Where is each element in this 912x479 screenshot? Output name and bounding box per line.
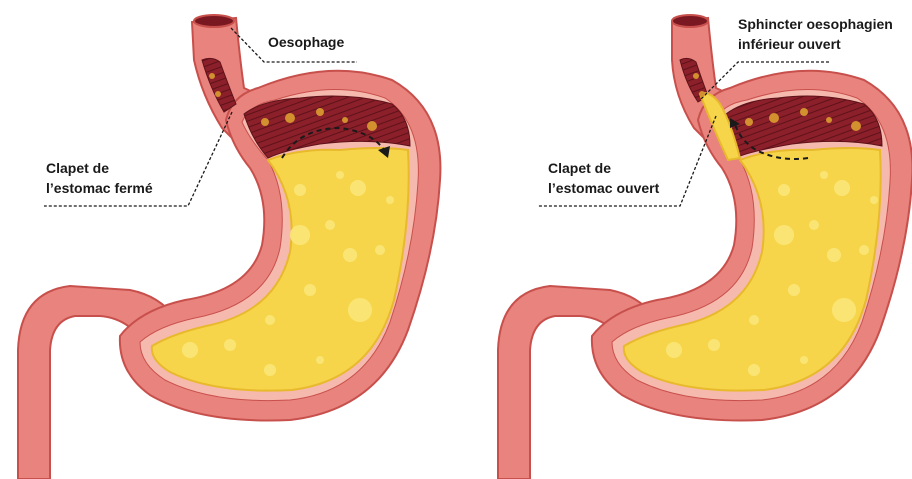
food-particle [851, 121, 861, 131]
food-particle [261, 118, 269, 126]
sphincter-label-line-2: inférieur ouvert [738, 34, 893, 54]
valve-open-label-line-2: l’estomac ouvert [548, 178, 659, 198]
bubble [182, 342, 198, 358]
food-particle [215, 91, 221, 97]
stomach-open-illustration [498, 15, 912, 479]
food-particle [367, 121, 377, 131]
bubble [386, 196, 394, 204]
bubble [820, 171, 828, 179]
food-particle [800, 108, 808, 116]
bubble [788, 284, 800, 296]
bubble [834, 180, 850, 196]
bubble [870, 196, 878, 204]
food-particle [699, 91, 705, 97]
food-particle [316, 108, 324, 116]
food-particle [769, 113, 779, 123]
bubble [316, 356, 324, 364]
food-particle [209, 73, 215, 79]
bubble [778, 184, 790, 196]
sphincter-label: Sphincter oesophagien inférieur ouvert [738, 14, 893, 54]
bubble [749, 315, 759, 325]
sphincter-label-line-1: Sphincter oesophagien [738, 14, 893, 34]
food-particle [342, 117, 348, 123]
bubble [832, 298, 856, 322]
oesophagus-label: Oesophage [268, 32, 344, 52]
bubble [264, 364, 276, 376]
bubble [375, 245, 385, 255]
valve-closed-label: Clapet de l’estomac fermé [46, 158, 153, 198]
valve-closed-label-line-2: l’estomac fermé [46, 178, 153, 198]
bubble [666, 342, 682, 358]
valve-open-label-line-1: Clapet de [548, 158, 659, 178]
valve-closed-label-line-1: Clapet de [46, 158, 153, 178]
food-particle [285, 113, 295, 123]
food-particle [826, 117, 832, 123]
bubble [800, 356, 808, 364]
oesophagus-label-line-1: Oesophage [268, 32, 344, 52]
valve-open-label: Clapet de l’estomac ouvert [548, 158, 659, 198]
food-particle [745, 118, 753, 126]
bubble [809, 220, 819, 230]
bubble [290, 225, 310, 245]
bubble [350, 180, 366, 196]
bubble [294, 184, 306, 196]
bubble [859, 245, 869, 255]
food-particle [693, 73, 699, 79]
bubble [748, 364, 760, 376]
bubble [336, 171, 344, 179]
bubble [224, 339, 236, 351]
bubble [265, 315, 275, 325]
bubble [708, 339, 720, 351]
bubble [343, 248, 357, 262]
bubble [827, 248, 841, 262]
bubble [325, 220, 335, 230]
bubble [304, 284, 316, 296]
bubble [774, 225, 794, 245]
bubble [348, 298, 372, 322]
